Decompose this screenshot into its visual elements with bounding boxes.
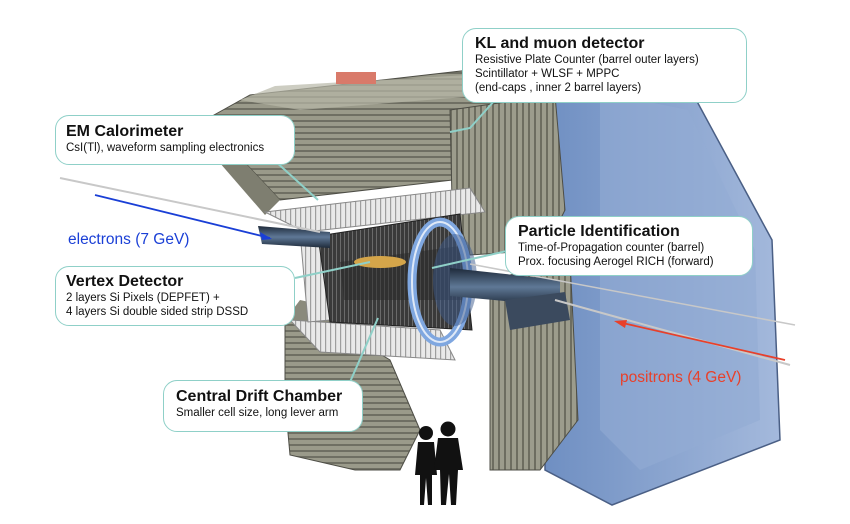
- callout-klm: KL and muon detector Resistive Plate Cou…: [462, 28, 747, 103]
- callout-cdc-line-1: Smaller cell size, long lever arm: [176, 407, 339, 419]
- callout-ecl-line-1: CsI(Tl), waveform sampling electronics: [66, 142, 265, 154]
- callout-vxd: Vertex Detector 2 layers Si Pixels (DEPF…: [55, 266, 295, 326]
- electron-arrowhead: [260, 232, 272, 240]
- person-silhouette-icon: [415, 421, 463, 505]
- callout-vxd-line-2: 4 layers Si double sided strip DSSD: [66, 306, 249, 318]
- callout-ecl-title: EM Calorimeter: [66, 123, 184, 140]
- callout-cdc: Central Drift Chamber Smaller cell size,…: [163, 380, 363, 432]
- callout-vxd-title: Vertex Detector: [66, 273, 184, 290]
- central-drift-chamber: [317, 213, 473, 331]
- beam-pipe: [258, 226, 570, 330]
- callout-klm-title: KL and muon detector: [475, 35, 645, 52]
- callout-ecl: EM Calorimeter CsI(Tl), waveform samplin…: [55, 115, 295, 165]
- callout-pid-line-2: Prox. focusing Aerogel RICH (forward): [518, 256, 714, 268]
- callout-klm-line-1: Resistive Plate Counter (barrel outer la…: [475, 54, 699, 66]
- callout-pid-title: Particle Identification: [518, 223, 680, 240]
- callout-pid-line-1: Time-of-Propagation counter (barrel): [518, 242, 705, 254]
- callout-cdc-title: Central Drift Chamber: [176, 388, 343, 405]
- detector-yoke-endcap: [544, 58, 781, 506]
- callout-klm-line-3: (end-caps , inner 2 barrel layers): [475, 82, 642, 94]
- electrons-label: electrons (7 GeV): [68, 231, 190, 248]
- callout-klm-line-2: Scintillator + WLSF + MPPC: [475, 68, 620, 80]
- callout-pid: Particle Identification Time-of-Propagat…: [505, 216, 753, 276]
- positrons-label: positrons (4 GeV): [620, 369, 742, 386]
- positron-beam-arrow: [617, 321, 786, 361]
- electron-beam-arrow: [94, 194, 271, 239]
- callout-vxd-line-1: 2 layers Si Pixels (DEPFET) +: [66, 292, 220, 304]
- positron-arrowhead: [614, 320, 627, 328]
